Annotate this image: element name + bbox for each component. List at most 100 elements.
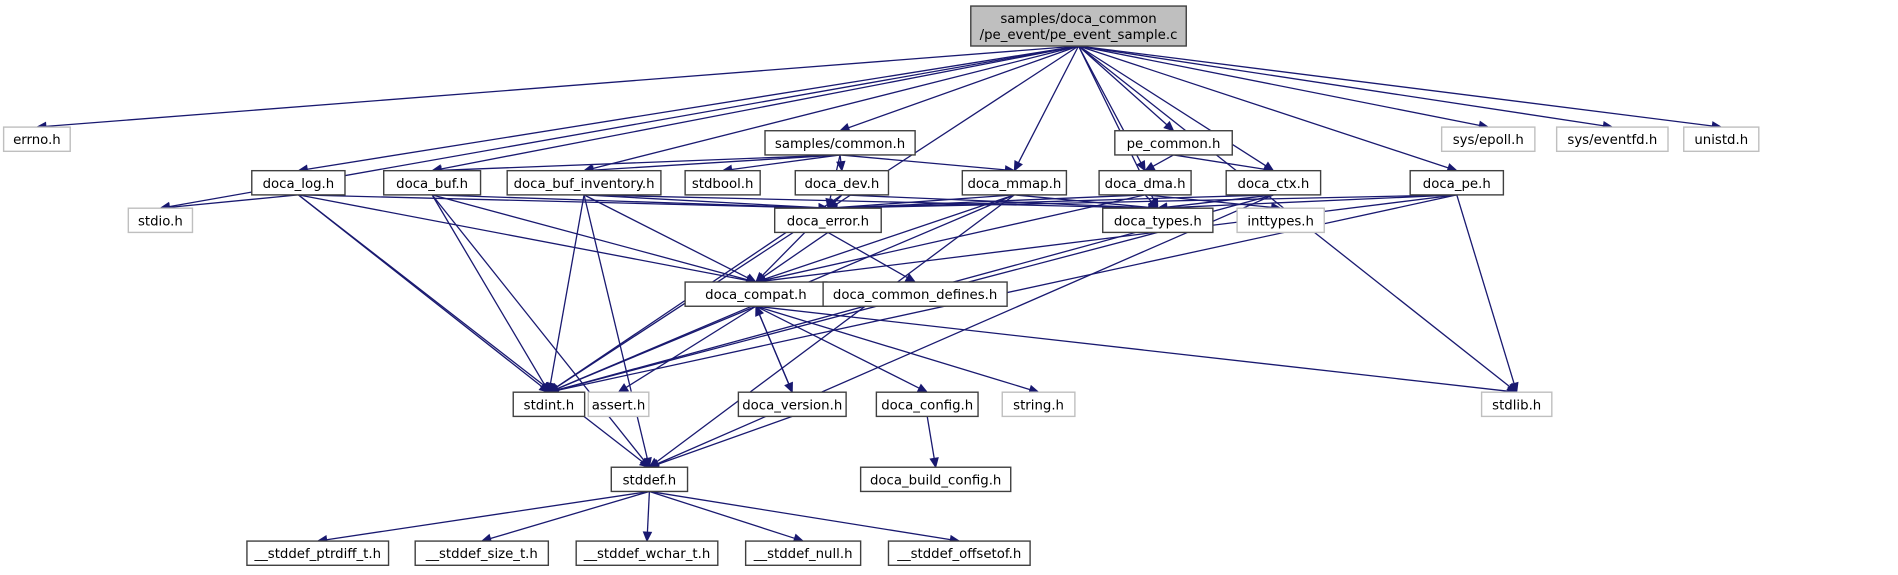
node-sys-eventfd: sys/eventfd.h: [1555, 126, 1669, 153]
edge-root-to-unistd: [1078, 45, 1713, 127]
edge-doca_log-to-doca_compat: [298, 194, 748, 281]
edge-root-to-doca_buf_inventory: [592, 45, 1079, 170]
edge-doca_ctx-to-doca_types: [1166, 194, 1274, 208]
node-doca-build-config[interactable]: doca_build_config.h: [859, 466, 1012, 493]
edge-root-to-pe_common: [1078, 45, 1168, 126]
node-doca-mmap[interactable]: doca_mmap.h: [961, 169, 1068, 196]
node-label: pe_common.h: [1127, 137, 1221, 152]
edge-doca_buf_inventory-to-stddef: [583, 194, 648, 459]
node-stdint[interactable]: stdint.h: [512, 391, 586, 418]
edge-root-to-doca_buf: [440, 45, 1079, 170]
node-doca-common-defines[interactable]: doca_common_defines.h: [822, 281, 1008, 307]
node-stdlib: stdlib.h: [1480, 391, 1553, 418]
edge-doca_compat-to-doca_config: [755, 305, 920, 389]
node-box: [773, 207, 882, 234]
node-label: doca_version.h: [742, 398, 842, 413]
node-stddef-null[interactable]: __stddef_null.h: [744, 540, 862, 566]
arrowhead-icon: [916, 383, 929, 393]
node-doca-pe[interactable]: doca_pe.h: [1409, 169, 1505, 196]
edge-doca_compat-to-assert: [625, 305, 757, 388]
node-doca-error[interactable]: doca_error.h: [773, 207, 882, 234]
edge-doca_dev-to-doca_compat: [761, 194, 843, 277]
edge-doca_compat-to-stdlib: [755, 305, 1508, 392]
node-box: [575, 540, 719, 566]
arrowhead-icon: [1144, 161, 1156, 172]
arrowhead-icon: [642, 531, 653, 543]
node-samples-common[interactable]: samples/common.h: [764, 130, 916, 156]
node-pe-common[interactable]: pe_common.h: [1114, 130, 1233, 156]
node-box: [684, 281, 828, 307]
node-label: stdio.h: [138, 214, 183, 229]
node-label: doca_buf_inventory.h: [514, 177, 655, 192]
node-doca-dev[interactable]: doca_dev.h: [794, 169, 890, 196]
node-stddef[interactable]: stddef.h: [610, 466, 689, 493]
node-label: doca_build_config.h: [870, 473, 1001, 488]
node-stddef-ptrdiff-t[interactable]: __stddef_ptrdiff_t.h: [246, 540, 390, 566]
node-label: assert.h: [592, 398, 646, 413]
node-label: doca_ctx.h: [1238, 177, 1310, 192]
node-box: [737, 391, 847, 418]
edge-doca_pe-to-doca_types: [1166, 194, 1457, 209]
node-doca-types[interactable]: doca_types.h: [1102, 207, 1214, 234]
arrowhead-icon: [754, 272, 767, 283]
edge-pe_common-to-doca_dma: [1152, 154, 1174, 167]
node-box: [1236, 207, 1325, 234]
node-box: [383, 169, 482, 196]
node-doca-dma[interactable]: doca_dma.h: [1098, 169, 1192, 196]
node-label: unistd.h: [1694, 133, 1748, 148]
edge-doca_compat-to-stdint: [557, 305, 757, 390]
edge-doca_buf_inventory-to-doca_error: [584, 194, 820, 209]
edge-stddef-to-stddef_ptrdiff_t: [326, 490, 650, 541]
nodes-layer: samples/doca_common/pe_event/pe_event_sa…: [2, 5, 1760, 566]
node-label: doca_log.h: [263, 177, 335, 192]
edge-doca_buf_inventory-to-stdint: [549, 194, 585, 384]
edge-doca_types-to-stdint: [557, 231, 1158, 391]
node-doca-ctx[interactable]: doca_ctx.h: [1225, 169, 1322, 196]
edge-samples_common-to-doca_mmap: [840, 154, 1006, 171]
node-label: samples/doca_common: [1000, 12, 1156, 27]
edge-stddef-to-stddef_null: [649, 490, 795, 539]
arrowhead-icon: [617, 383, 630, 393]
node-box: [1555, 126, 1669, 153]
node-stdio: stdio.h: [127, 207, 194, 234]
node-box: [1440, 126, 1536, 153]
node-stddef-size-t[interactable]: __stddef_size_t.h: [414, 540, 550, 566]
node-box: [506, 169, 662, 196]
node-doca-buf-inventory[interactable]: doca_buf_inventory.h: [506, 169, 662, 196]
node-doca-log[interactable]: doca_log.h: [251, 169, 346, 196]
node-label: inttypes.h: [1247, 214, 1314, 229]
edge-stddef-to-stddef_size_t: [490, 490, 650, 540]
node-doca-config[interactable]: doca_config.h: [875, 391, 979, 418]
edge-doca_buf-to-stddef: [431, 194, 645, 461]
edge-doca_pe-to-doca_error: [836, 194, 1457, 209]
node-doca-compat[interactable]: doca_compat.h: [684, 281, 828, 307]
node-box: [744, 540, 862, 566]
edge-doca_buf-to-doca_error: [432, 194, 819, 209]
node-label: doca_error.h: [787, 214, 869, 229]
edge-root-to-sys_epoll: [1078, 45, 1480, 126]
node-stdbool[interactable]: stdbool.h: [684, 169, 761, 196]
node-stddef-offsetof[interactable]: __stddef_offsetof.h: [887, 540, 1031, 566]
edge-stddef-to-stddef_offsetof: [649, 490, 951, 541]
node-doca-version[interactable]: doca_version.h: [737, 391, 847, 418]
node-root[interactable]: samples/doca_common/pe_event/pe_event_sa…: [970, 5, 1187, 47]
node-box: [610, 466, 689, 493]
node-doca-buf[interactable]: doca_buf.h: [383, 169, 482, 196]
node-box: [246, 540, 390, 566]
edge-root-to-doca_ctx: [1078, 45, 1267, 167]
edge-doca_mmap-to-doca_types: [1014, 194, 1149, 209]
node-stddef-wchar-t[interactable]: __stddef_wchar_t.h: [575, 540, 719, 566]
arrowhead-icon: [1013, 160, 1023, 172]
node-sys-epoll: sys/epoll.h: [1440, 126, 1536, 153]
edge-stddef-to-stddef_wchar_t: [646, 491, 651, 533]
edge-doca_error-to-doca_compat: [762, 231, 829, 278]
node-label: doca_common_defines.h: [833, 288, 997, 303]
edge-doca_buf_inventory-to-doca_compat: [583, 194, 749, 279]
node-box: [970, 5, 1187, 47]
node-label: __stddef_size_t.h: [425, 547, 538, 562]
edge-root-to-sys_eventfd: [1078, 45, 1604, 127]
node-label: errno.h: [13, 133, 61, 148]
edge-root-to-errno: [45, 45, 1079, 128]
edge-doca_mmap-to-doca_compat: [764, 194, 1015, 280]
node-box: [1480, 391, 1553, 418]
